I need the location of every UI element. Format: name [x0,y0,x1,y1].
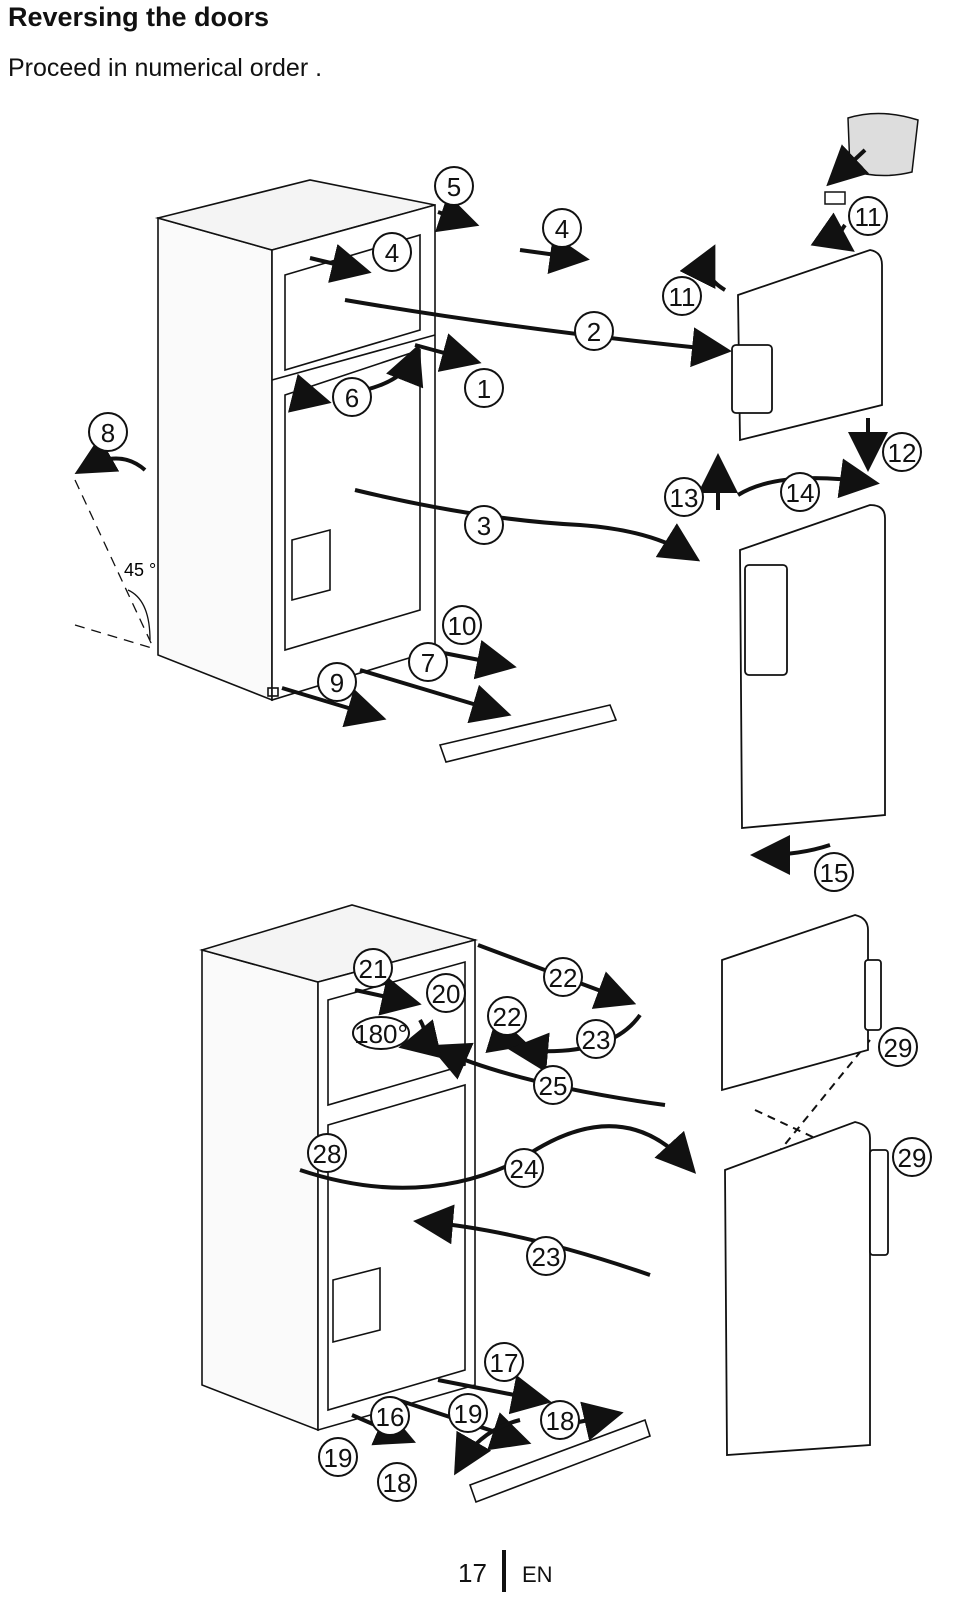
step-badge-circle [662,276,702,316]
step-badge-circle [540,1400,580,1440]
step-badge-circle [370,1396,410,1436]
step-badge-circle [434,166,474,206]
parts-bag [824,112,919,205]
step-number: 25 [539,1071,568,1101]
step-badge-circle [88,412,128,452]
step-badge-circle [664,477,704,517]
step-badge-circle [542,208,582,248]
step-number: 16 [376,1402,405,1432]
page-title: Reversing the doors [8,2,270,32]
step-number: 3 [477,511,491,541]
step-badge-circle [377,1462,417,1502]
step-number: 20 [432,979,461,1009]
step-number: 18 [546,1406,575,1436]
rotate-label: 180° [354,1019,408,1049]
step-number: 2 [587,317,601,347]
step-badge-circle [464,505,504,545]
step-badge-circle [814,852,854,892]
step-number: 19 [454,1399,483,1429]
step-number: 13 [670,483,699,513]
step-number: 28 [313,1139,342,1169]
fridge-body-top [154,179,618,763]
step-number: 6 [345,383,359,413]
step-badge-circle [426,973,466,1013]
step-number: 4 [385,238,399,268]
top-arrows [74,194,888,875]
step-number: 24 [510,1154,539,1184]
step-badge-circle [372,232,412,272]
step-number: 23 [582,1025,611,1055]
rotate-badge [352,1016,410,1050]
step-number: 22 [493,1002,522,1032]
step-badge-circle [882,432,922,472]
fridge-door-top [739,504,886,829]
step-badge-circle [576,1019,616,1059]
step-number: 22 [549,963,578,993]
step-number: 29 [884,1033,913,1063]
step-badge-circle [464,368,504,408]
step-badge-circle [448,1393,488,1433]
step-number: 12 [888,438,917,468]
step-badge-circle [526,1236,566,1276]
freezer-door-bottom [721,914,882,1092]
step-number: 8 [101,418,115,448]
step-number: 9 [330,668,344,698]
step-badge-circle [317,662,357,702]
step-badge-circle [332,377,372,417]
fridge-door-bottom [724,1121,889,1456]
step-number: 15 [820,858,849,888]
step-number: 17 [490,1348,519,1378]
angle-arc [127,589,151,641]
step-number: 11 [669,282,696,312]
fridge-body-bottom [199,904,651,1504]
step-number: 23 [532,1242,561,1272]
step-number: 29 [898,1143,927,1173]
language-code: EN [522,1562,553,1587]
step-badge-circle [574,311,614,351]
step-badge-circle [353,948,393,988]
step-badge-circle [504,1148,544,1188]
step-badge-circle [543,957,583,997]
step-number: 14 [786,478,815,508]
angle-label: 45 ° [124,560,156,580]
step-badge-circle [780,472,820,512]
step-badge-circle [892,1137,932,1177]
step-number: 7 [421,648,435,678]
step-badge-circle [442,605,482,645]
page-subtitle: Proceed in numerical order . [8,54,323,82]
step-number: 19 [324,1443,353,1473]
step-number: 18 [383,1468,412,1498]
step-badge-circle [878,1027,918,1067]
freezer-door-top [731,249,883,442]
step-number: 10 [448,611,477,641]
step-badge-circle [307,1133,347,1173]
step-number: 4 [555,214,569,244]
page-number: 17 [458,1558,487,1588]
step-badge-circle [487,996,527,1036]
step-badge-circle [533,1065,573,1105]
step-badge-circle [408,642,448,682]
step-badge-circle [848,196,888,236]
step-number: 1 [477,374,491,404]
step-number: 11 [855,202,882,232]
step-badge-circle [484,1342,524,1382]
step-number: 21 [359,954,388,984]
step-badge-circle [318,1437,358,1477]
footer-divider [502,1550,506,1592]
tilt-angle-guide [74,479,153,649]
step-number: 5 [447,172,461,202]
